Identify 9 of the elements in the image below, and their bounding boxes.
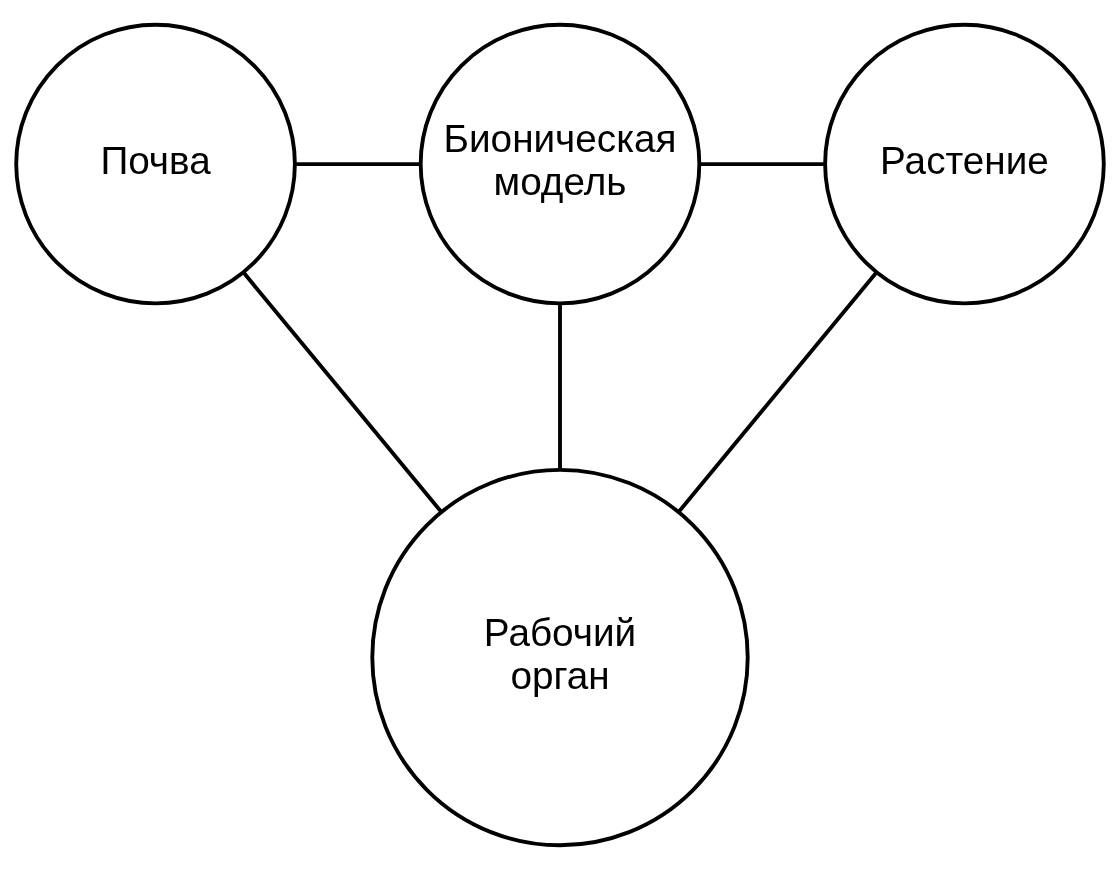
connector: [558, 303, 562, 470]
connector: [699, 161, 825, 166]
node-circle: Бионическая модель: [418, 22, 702, 305]
connector: [242, 271, 443, 513]
node-circle: Растение: [823, 22, 1106, 305]
connector: [677, 271, 878, 513]
connector: [295, 161, 421, 166]
node-circle: Рабочий орган: [370, 467, 750, 847]
node-circle: Почва: [14, 22, 297, 305]
